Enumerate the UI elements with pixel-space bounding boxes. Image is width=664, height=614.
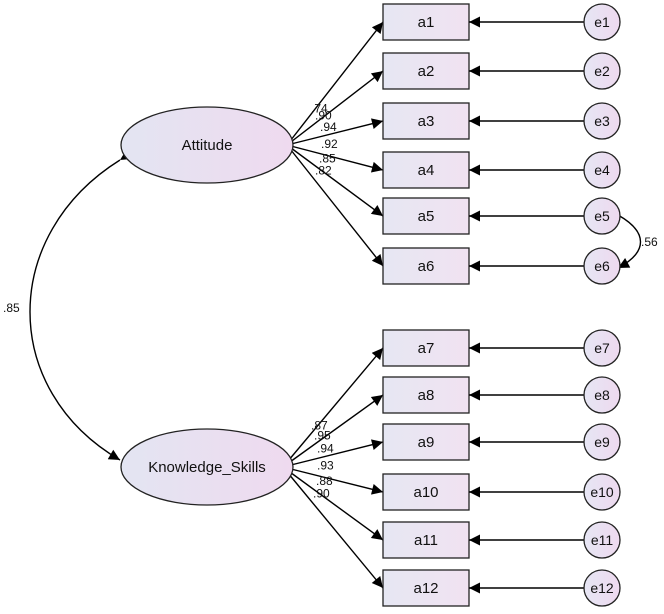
indicator-label-a9: a9 [418, 434, 435, 451]
loading-arrow-a9 [282, 439, 384, 468]
loading-label-a5: .85 [319, 152, 336, 166]
indicator-label-a3: a3 [418, 113, 435, 130]
error-circle-e3 [583, 102, 621, 140]
loading-arrow-a11 [282, 466, 384, 541]
indicator-box-a11 [382, 521, 470, 559]
error-circle-e2 [583, 52, 621, 90]
error-circle-e8 [583, 376, 621, 414]
error-circle-e5 [583, 197, 621, 235]
loading-arrow-a4 [286, 144, 384, 173]
indicator-label-a5: a5 [418, 208, 435, 225]
error-label-e8: e8 [594, 387, 610, 403]
loading-label-a11: .88 [316, 474, 333, 488]
error-circle-e9 [583, 423, 621, 461]
loading-arrow-a2 [286, 70, 384, 146]
error-label-e3: e3 [594, 113, 610, 129]
loading-label-a2: .90 [315, 108, 332, 122]
loading-label-a4: .92 [321, 137, 338, 151]
loading-label-a10: .93 [317, 459, 334, 473]
error-covariance-arrow [605, 204, 642, 269]
indicator-group: .74 a1 e1 .90 a2 e2 .94 a3 e3 .92 a4 e4 .85 a5 e5 .82 a6… [282, 3, 621, 607]
error-label-e7: e7 [594, 340, 610, 356]
indicator-label-a11: a11 [414, 532, 438, 549]
loading-label-a12: .90 [313, 486, 330, 500]
factor-correlation-label: .85 [3, 301, 20, 315]
error-label-e9: e9 [594, 434, 610, 450]
indicator-box-a7 [382, 329, 470, 367]
error-label-e6: e6 [594, 258, 610, 274]
latent-knowledge-skills [120, 428, 294, 506]
error-label-e1: e1 [594, 14, 610, 30]
indicator-label-a4: a4 [418, 162, 435, 179]
error-circle-e12 [583, 569, 621, 607]
latent-knowledge-skills-label: Knowledge_Skills [148, 459, 266, 476]
latent-attitude-label: Attitude [182, 137, 233, 154]
loading-label-a7: .87 [311, 419, 328, 433]
loading-arrow-a5 [286, 144, 384, 217]
loading-arrow-a1 [286, 21, 384, 146]
indicator-label-a10: a10 [413, 484, 438, 501]
indicator-box-a3 [382, 102, 470, 140]
indicator-box-a6 [382, 247, 470, 285]
error-circle-e4 [583, 151, 621, 189]
error-circle-e10 [583, 473, 621, 511]
indicator-box-a2 [382, 52, 470, 90]
loading-label-a8: .95 [314, 429, 331, 443]
error-label-e4: e4 [594, 162, 610, 178]
indicator-box-a8 [382, 376, 470, 414]
error-label-e12: e12 [590, 580, 614, 596]
indicator-label-a12: a12 [413, 580, 438, 597]
loading-arrow-a7 [282, 347, 384, 468]
loading-arrow-a6 [286, 144, 384, 267]
error-label-e11: e11 [591, 532, 614, 548]
error-circle-e11 [583, 521, 621, 559]
error-label-e2: e2 [594, 63, 610, 79]
indicator-box-a12 [382, 569, 470, 607]
indicator-label-a6: a6 [418, 258, 435, 275]
loading-label-a1: .74 [311, 101, 328, 115]
error-label-e10: e10 [590, 484, 614, 500]
indicator-label-a2: a2 [418, 63, 435, 80]
indicator-label-a7: a7 [418, 340, 435, 357]
loading-arrow-a3 [286, 118, 384, 146]
loading-label-a6: .82 [315, 163, 332, 177]
indicator-label-a1: a1 [418, 14, 435, 31]
latent-attitude [120, 106, 294, 184]
loading-label-a9: .94 [317, 442, 334, 456]
error-circle-e1 [583, 3, 621, 41]
error-circle-e6 [583, 247, 621, 285]
loading-arrow-a10 [282, 466, 384, 495]
error-covariance-label: .56 [641, 235, 658, 249]
error-circle-e7 [583, 329, 621, 367]
error-label-e5: e5 [594, 208, 610, 224]
factor-correlation-arrow [29, 149, 133, 461]
loading-arrow-a12 [282, 466, 384, 589]
loading-label-a3: .94 [320, 120, 337, 134]
indicator-box-a9 [382, 423, 470, 461]
indicator-label-a8: a8 [418, 387, 435, 404]
loading-arrow-a8 [282, 394, 384, 468]
